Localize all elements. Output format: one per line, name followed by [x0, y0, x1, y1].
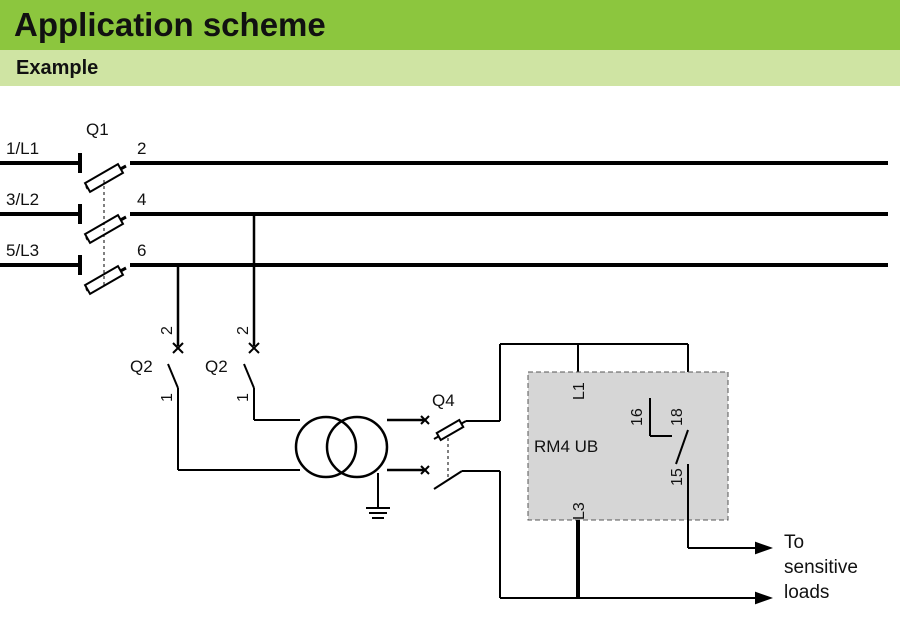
relay-terminal-l3: L3 — [571, 502, 588, 520]
label-l3: 5/L3 — [6, 241, 39, 260]
fuse-q4 — [420, 415, 500, 490]
relay-changeover-contact — [649, 398, 689, 548]
subtitle-bar: Example — [0, 50, 900, 86]
relay-contact-18: 18 — [669, 408, 686, 426]
output-label-line2: sensitive — [784, 557, 858, 578]
q2-right-terminal-top: 2 — [235, 326, 252, 335]
fuse-q1-2 — [83, 213, 127, 245]
relay-terminal-l1: L1 — [571, 382, 588, 400]
bus-lines — [0, 161, 888, 267]
label-l1: 1/L1 — [6, 139, 39, 158]
label-terminal-2: 2 — [137, 139, 146, 158]
q2-right-terminal-bottom: 1 — [235, 393, 252, 402]
relay-rm4ub-box — [527, 371, 729, 521]
label-q4: Q4 — [432, 391, 455, 410]
page-subtitle: Example — [16, 57, 99, 79]
label-l2: 3/L2 — [6, 190, 39, 209]
relay-contact-15: 15 — [669, 468, 686, 486]
ground-icon — [366, 473, 390, 519]
transformer-symbol — [294, 415, 389, 479]
label-q1: Q1 — [86, 120, 109, 139]
label-q2-right: Q2 — [205, 357, 228, 376]
title-bar: Application scheme — [0, 0, 900, 50]
label-terminal-4: 4 — [137, 190, 146, 209]
relay-contact-16: 16 — [629, 408, 646, 426]
arrow-lower-icon — [755, 591, 773, 605]
breaker-q2-left — [167, 342, 184, 470]
fuse-q1-1 — [83, 162, 127, 194]
page-title: Application scheme — [14, 6, 326, 43]
arrow-upper-icon — [755, 541, 773, 555]
relay-label: RM4 UB — [534, 437, 598, 456]
label-q2-left: Q2 — [130, 357, 153, 376]
output-label-line1: To — [784, 532, 804, 553]
breaker-q2-right — [243, 342, 260, 420]
output-label-line3: loads — [784, 582, 829, 603]
label-terminal-6: 6 — [137, 241, 146, 260]
breaker-q1 — [78, 153, 127, 296]
fuse-q1-3 — [83, 264, 127, 296]
q2-left-terminal-bottom: 1 — [159, 393, 176, 402]
q2-left-terminal-top: 2 — [159, 326, 176, 335]
